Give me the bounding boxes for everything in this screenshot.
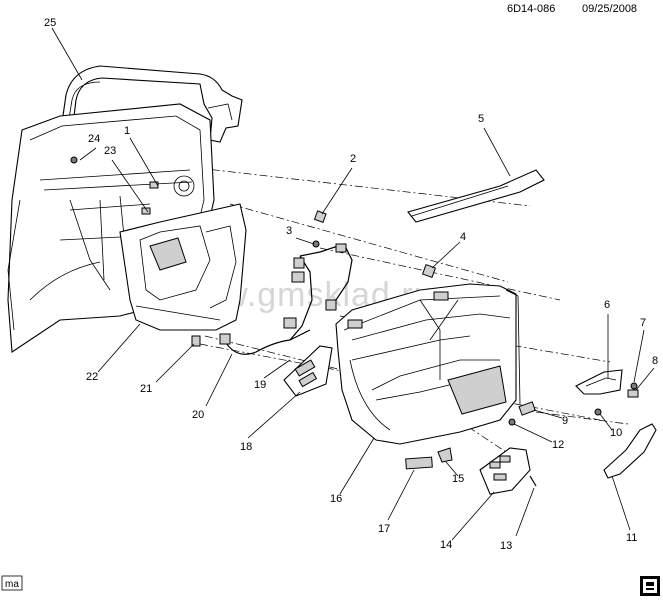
callout-7: 7	[640, 317, 646, 329]
callouts: 25 24 23 1 2 3 4 5 6 7 8 9 10 11 12 13 1…	[44, 17, 658, 552]
trim-molding-strip	[407, 169, 545, 223]
leader-lines	[51, 27, 655, 541]
callout-8: 8	[652, 355, 658, 367]
callout-25: 25	[44, 17, 56, 29]
callout-15: 15	[452, 473, 464, 485]
parts-catalog-icon	[640, 576, 660, 596]
callout-5: 5	[478, 113, 484, 125]
callout-17: 17	[378, 523, 390, 535]
plug-8	[627, 389, 639, 398]
callout-18: 18	[240, 441, 252, 453]
callout-4: 4	[460, 231, 466, 243]
pin-13	[529, 475, 537, 487]
screw-7	[630, 382, 638, 390]
callout-12: 12	[552, 439, 564, 451]
door-frame-upper	[57, 65, 243, 151]
footer-tag-text: ma	[5, 579, 19, 590]
callout-16: 16	[330, 493, 342, 505]
footer-tag: ma	[1, 575, 23, 591]
bulb-15	[437, 447, 453, 463]
callout-22: 22	[86, 371, 98, 383]
door-wiring-harness	[219, 243, 353, 355]
window-switch-bezel	[283, 345, 333, 397]
clip-12	[508, 418, 516, 426]
callout-3: 3	[286, 225, 292, 237]
retainer-2	[313, 210, 327, 224]
drawing-date: 09/25/2008	[582, 3, 637, 15]
callout-20: 20	[192, 409, 204, 421]
callout-11: 11	[626, 532, 637, 544]
drawing-id: 6D14-086	[507, 3, 555, 15]
callout-24: 24	[88, 133, 100, 145]
connector-17	[405, 456, 433, 470]
window-switch-assembly	[479, 447, 531, 495]
water-deflector	[119, 203, 247, 331]
callout-9: 9	[562, 415, 568, 427]
callout-6: 6	[604, 299, 610, 311]
callout-23: 23	[104, 145, 116, 157]
callout-19: 19	[254, 379, 266, 391]
courtesy-lamp-9	[518, 401, 536, 416]
callout-13: 13	[500, 540, 512, 552]
callout-10: 10	[610, 427, 622, 439]
callout-1: 1	[124, 125, 130, 137]
screw-10	[594, 408, 602, 416]
callout-21: 21	[140, 383, 152, 395]
pin-21	[191, 335, 201, 347]
callout-2: 2	[350, 153, 356, 165]
pull-handle-cover	[575, 369, 623, 395]
callout-14: 14	[440, 539, 452, 551]
door-trim-panel	[335, 283, 521, 445]
